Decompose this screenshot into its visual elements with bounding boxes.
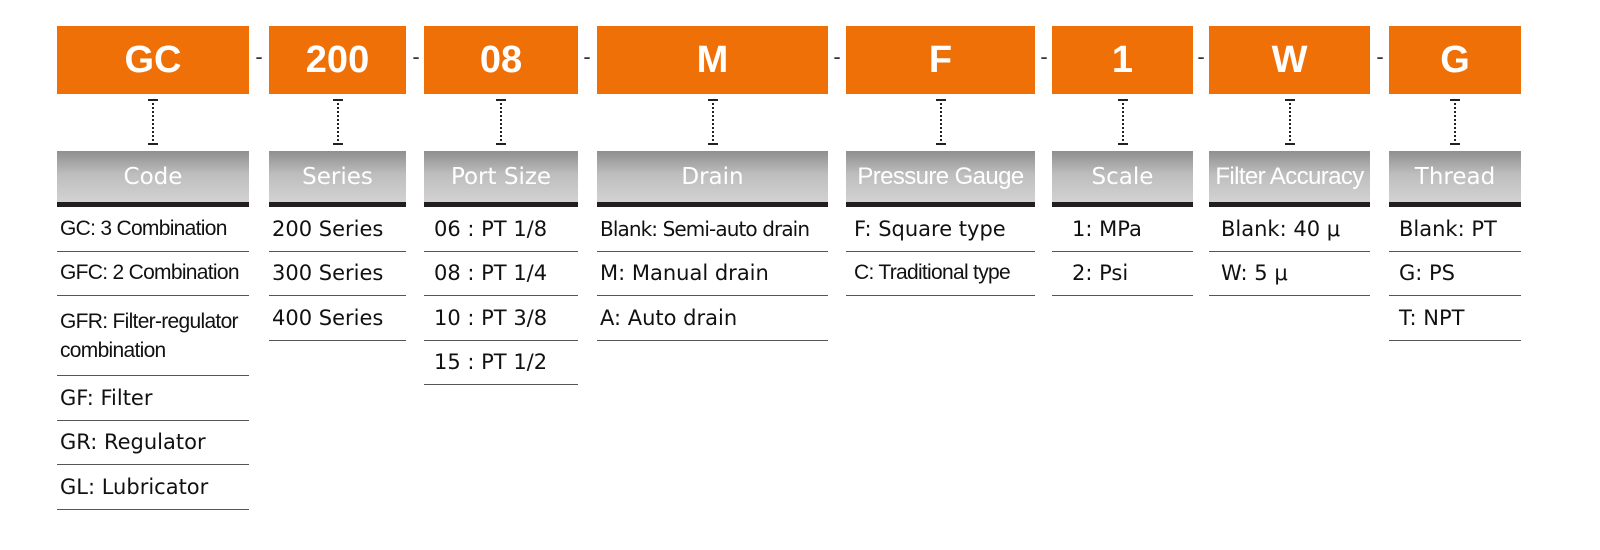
option-item: GR: Regulator	[57, 421, 249, 465]
option-item: 15 : PT 1/2	[424, 341, 578, 385]
code-box: G	[1389, 26, 1521, 94]
option-item: 300 Series	[269, 252, 406, 296]
separator: -	[1197, 44, 1205, 69]
category-header: Port Size	[424, 151, 578, 207]
option-list: F: Square type C: Traditional type	[846, 207, 1035, 296]
option-list: GC: 3 Combination GFC: 2 Combination GFR…	[57, 207, 249, 510]
code-box: 1	[1052, 26, 1193, 94]
separator: -	[412, 44, 420, 69]
code-box: GC	[57, 26, 249, 94]
segment-thread: G Thread Blank: PT G: PS T: NPT	[1389, 0, 1521, 550]
connector-icon	[332, 99, 343, 145]
connector-icon	[1284, 99, 1295, 145]
segment-series: 200 Series 200 Series 300 Series 400 Ser…	[269, 0, 406, 550]
option-item: M: Manual drain	[597, 252, 828, 296]
option-item: 10 : PT 3/8	[424, 296, 578, 341]
option-list: 06 : PT 1/8 08 : PT 1/4 10 : PT 3/8 15 :…	[424, 207, 578, 385]
option-item: GFC: 2 Combination	[57, 252, 249, 296]
separator: -	[255, 44, 263, 69]
option-item: W: 5 μ	[1209, 252, 1370, 296]
option-item: T: NPT	[1389, 296, 1521, 341]
category-header: Scale	[1052, 151, 1193, 207]
option-item: G: PS	[1389, 252, 1521, 296]
code-box: M	[597, 26, 828, 94]
category-header: Code	[57, 151, 249, 207]
option-list: Blank: Semi-auto drain M: Manual drain A…	[597, 207, 828, 341]
option-item: 1: MPa	[1052, 207, 1193, 252]
segment-scale: 1 Scale 1: MPa 2: Psi	[1052, 0, 1193, 550]
code-box: W	[1209, 26, 1370, 94]
segment-pressure-gauge: F Pressure Gauge F: Square type C: Tradi…	[846, 0, 1035, 550]
option-item: 200 Series	[269, 207, 406, 252]
option-item: GFR: Filter-regulator combination	[57, 296, 249, 376]
option-item: C: Traditional type	[846, 252, 1035, 296]
option-list: Blank: 40 μ W: 5 μ	[1209, 207, 1370, 296]
option-item: 2: Psi	[1052, 252, 1193, 296]
separator: -	[1376, 44, 1384, 69]
category-header: Filter Accuracy	[1209, 151, 1370, 207]
option-item: GF: Filter	[57, 376, 249, 421]
code-box: 08	[424, 26, 578, 94]
connector-icon	[935, 99, 946, 145]
connector-icon	[1450, 99, 1460, 145]
option-item: GL: Lubricator	[57, 465, 249, 510]
option-list: 1: MPa 2: Psi	[1052, 207, 1193, 296]
option-item: GC: 3 Combination	[57, 207, 249, 252]
category-header: Thread	[1389, 151, 1521, 207]
option-item: A: Auto drain	[597, 296, 828, 341]
segment-drain: M Drain Blank: Semi-auto drain M: Manual…	[597, 0, 828, 550]
category-header: Drain	[597, 151, 828, 207]
connector-icon	[148, 99, 158, 145]
option-item: F: Square type	[846, 207, 1035, 252]
option-item: 06 : PT 1/8	[424, 207, 578, 252]
connector-icon	[1117, 99, 1128, 145]
option-item: Blank: PT	[1389, 207, 1521, 252]
option-item: 08 : PT 1/4	[424, 252, 578, 296]
segment-code: GC Code GC: 3 Combination GFC: 2 Combina…	[57, 0, 249, 550]
connector-icon	[707, 99, 718, 145]
code-box: F	[846, 26, 1035, 94]
option-list: Blank: PT G: PS T: NPT	[1389, 207, 1521, 341]
separator: -	[1040, 44, 1048, 69]
category-header: Series	[269, 151, 406, 207]
category-header: Pressure Gauge	[846, 151, 1035, 207]
code-box: 200	[269, 26, 406, 94]
segment-port-size: 08 Port Size 06 : PT 1/8 08 : PT 1/4 10 …	[424, 0, 578, 550]
connector-icon	[496, 99, 506, 145]
option-item: Blank: 40 μ	[1209, 207, 1370, 252]
option-item: 400 Series	[269, 296, 406, 341]
separator: -	[833, 44, 841, 69]
separator: -	[583, 44, 591, 69]
segment-filter-accuracy: W Filter Accuracy Blank: 40 μ W: 5 μ	[1209, 0, 1370, 550]
option-list: 200 Series 300 Series 400 Series	[269, 207, 406, 341]
option-item: Blank: Semi-auto drain	[597, 207, 828, 252]
